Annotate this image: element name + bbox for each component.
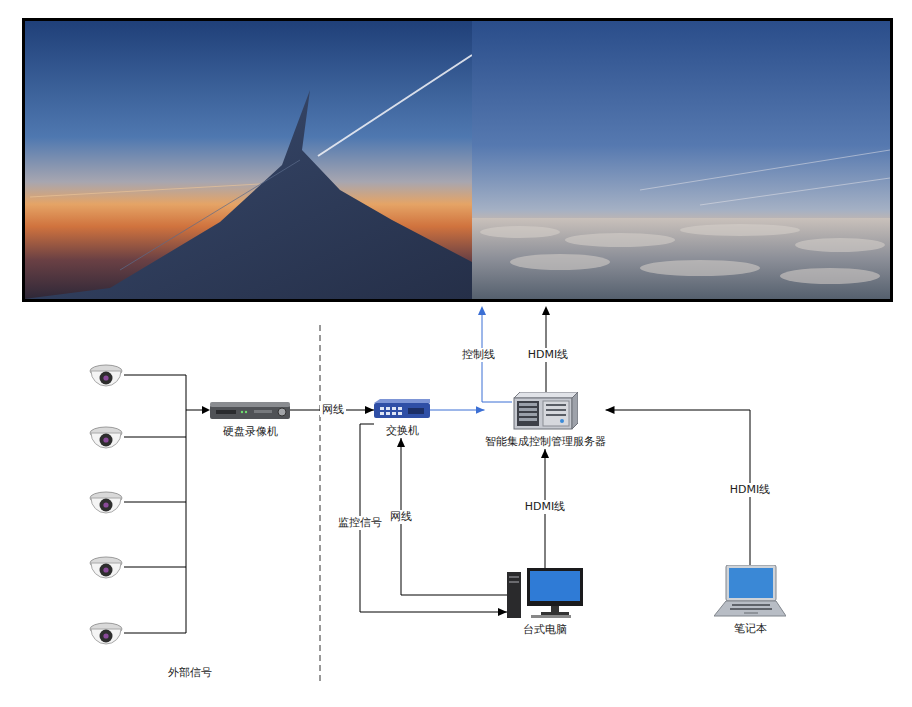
edge-label: 监控信号 (336, 516, 384, 530)
edge-label: HDMI线 (523, 500, 567, 514)
device-label: 硬盘录像机 (223, 424, 278, 439)
device-icon (374, 399, 430, 419)
signal-label: 控制线 (460, 348, 497, 362)
edge-label: 网线 (320, 403, 346, 417)
control-server: 智能集成控制管理服务器 (485, 392, 606, 449)
recorder-device: 硬盘录像机 (210, 402, 290, 439)
device-icon (507, 568, 583, 618)
laptop-computer: 笔记本 (714, 565, 786, 636)
signal-label: 外部信号 (166, 666, 214, 680)
device-icon (512, 392, 578, 430)
signal-label: HDMI线 (526, 348, 570, 362)
connector-line (430, 410, 485, 411)
network-switch: 交换机 (374, 399, 430, 438)
desktop-computer: 台式电脑 (507, 568, 583, 637)
device-label: 笔记本 (734, 621, 767, 636)
device-label: 智能集成控制管理服务器 (485, 434, 606, 449)
edge-label: HDMI线 (728, 483, 772, 497)
device-label: 台式电脑 (523, 622, 567, 637)
device-icon (210, 402, 290, 420)
device-icon (714, 565, 786, 617)
edge-label: 网线 (388, 510, 414, 524)
device-label: 交换机 (386, 423, 419, 438)
connector-line (401, 438, 507, 595)
